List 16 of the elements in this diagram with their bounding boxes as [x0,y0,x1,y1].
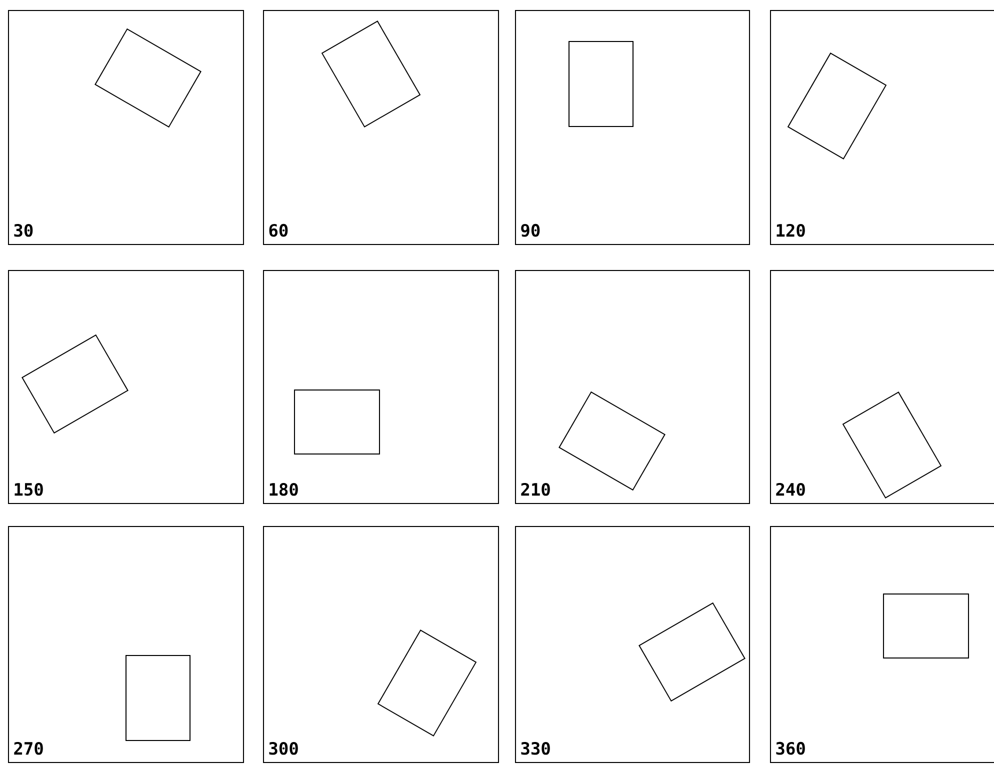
rotated-rectangle [568,41,634,127]
rotated-rectangle [294,390,380,454]
panel: 330 [515,526,750,763]
panel: 60 [263,10,499,245]
panel: 150 [8,270,244,504]
panel: 300 [263,526,499,763]
panel: 240 [770,270,994,504]
panel: 30 [8,10,244,245]
panel: 360 [770,526,994,763]
panel: 270 [8,526,244,763]
panel: 120 [770,10,994,245]
rotated-rectangle [126,655,190,741]
panel: 210 [515,270,750,504]
panel: 180 [263,270,499,504]
rotated-rectangle [883,594,969,658]
panel: 90 [515,10,750,245]
